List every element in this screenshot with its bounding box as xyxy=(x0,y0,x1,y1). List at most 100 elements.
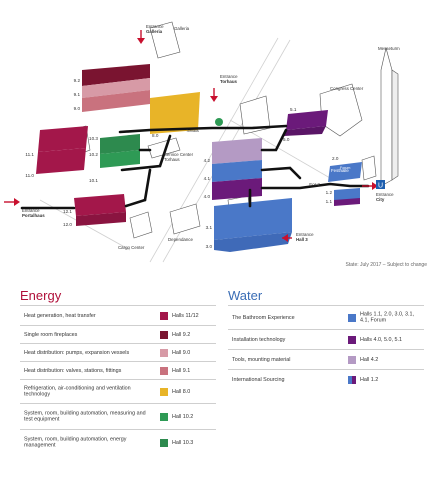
hall-1-1-label: 1.1 xyxy=(326,199,333,204)
hall-5-1-shape xyxy=(286,110,328,130)
hall-4-1-shape xyxy=(212,160,262,182)
hall-11-0-label: 11.0 xyxy=(25,173,34,178)
hall-9-0-label: 9.0 xyxy=(74,106,81,111)
hall-12-1-label: 12.1 xyxy=(63,209,72,214)
hall-2-0-shape xyxy=(328,162,362,182)
legend-swatch xyxy=(160,366,168,375)
hall-9-2-shape xyxy=(82,64,150,86)
energy-legend-row: Refrigeration, air-conditioning and vent… xyxy=(20,379,216,403)
hall-10-3-label: 10.3 xyxy=(89,136,98,141)
hall-4-2-shape xyxy=(212,138,262,164)
cargo-center-label: Cargo Center xyxy=(118,245,145,250)
energy-legend-row: Heat distribution: valves, stations, fit… xyxy=(20,361,216,379)
entrance-city-label: Entrance City xyxy=(376,192,395,202)
hall-1-2-label: 1.2 xyxy=(326,190,333,195)
legend-hall: Hall 1.2 xyxy=(360,376,379,383)
legend-swatch xyxy=(160,438,168,447)
energy-legend-row: System, room, building automation, measu… xyxy=(20,403,216,429)
energy-legend-row: Heat distribution: pumps, expansion vess… xyxy=(20,343,216,361)
legend-swatch xyxy=(348,335,356,344)
building-festhalle-tower xyxy=(361,155,377,181)
legend-label: Installation technology xyxy=(232,336,286,343)
messeturm-label: Messeturm xyxy=(378,46,400,51)
hall-4-0-label: 4.0 xyxy=(204,194,211,199)
legend-hall: Hall 8.0 xyxy=(172,388,191,395)
forum-label: Forum xyxy=(340,166,350,170)
energy-legend: Heat generation, heat transfer Halls 11/… xyxy=(20,305,216,455)
water-title: Water xyxy=(228,288,263,303)
energy-title: Energy xyxy=(20,288,62,303)
s-bahn-icon xyxy=(215,118,223,126)
festhalle-label: Festhalle xyxy=(331,168,349,173)
legend-label: System, room, building automation, energ… xyxy=(24,436,127,449)
legend-swatch xyxy=(160,387,168,396)
hall-10-2-shape xyxy=(100,150,140,168)
energy-legend-row: System, room, building automation, energ… xyxy=(20,429,216,455)
hall-4-2-label: 4.2 xyxy=(204,158,211,163)
energy-legend-row: Heat generation, heat transfer Halls 11/… xyxy=(20,305,216,325)
legend-swatch xyxy=(160,311,168,320)
energy-legend-row: Single room fireplaces Hall 9.2 xyxy=(20,325,216,343)
building-service-center xyxy=(147,137,181,159)
legend-swatch xyxy=(160,330,168,339)
hall-11-1-label: 11.1 xyxy=(25,152,34,157)
u-bahn-icon xyxy=(376,180,385,189)
legend-swatch xyxy=(160,412,168,421)
legend-swatch xyxy=(348,313,356,322)
entrance-portalhaus-label: Entrance Portalhaus xyxy=(22,208,45,218)
legend-swatch xyxy=(160,348,168,357)
hall-5-0-label: 5.0 xyxy=(283,137,290,142)
water-legend: The Bathroom Experience Halls 1.1, 2.0, … xyxy=(228,305,424,389)
hall-3-0-label: 3.0 xyxy=(206,244,213,249)
entrance-torhaus-label: Entrance Torhaus xyxy=(220,74,239,84)
legend-label: Heat distribution: pumps, expansion vess… xyxy=(24,349,130,356)
legend-hall: Halls 1.1, 2.0, 3.0, 3.1, 4.1, Forum xyxy=(360,311,414,324)
hall-forum-label: For 2 xyxy=(309,182,320,187)
hall-3-1-shape xyxy=(214,198,292,240)
legend-label: Heat generation, heat transfer xyxy=(24,312,96,319)
hall-8-0-shape xyxy=(150,92,200,134)
galleria-label: Galleria xyxy=(174,26,190,31)
dependance-label: Dependance xyxy=(168,237,193,242)
legend-label: International Sourcing xyxy=(232,376,285,383)
building-congress-center xyxy=(319,83,363,137)
hall-9-1-shape xyxy=(82,78,150,98)
entrance-galleria-label: Entrance Galleria xyxy=(146,24,165,34)
walkways xyxy=(20,124,370,210)
water-legend-row: The Bathroom Experience Halls 1.1, 2.0, … xyxy=(228,305,424,329)
legend-hall: Hall 9.0 xyxy=(172,349,191,356)
congress-center-label: Congress Center xyxy=(330,86,364,91)
service-center-label: Service Center Torhaus xyxy=(164,152,194,162)
energy-halls xyxy=(36,64,200,226)
legend-label: Heat distribution: valves, stations, fit… xyxy=(24,367,122,374)
hall-11-0-shape xyxy=(36,148,86,174)
hall-10-3-shape xyxy=(100,134,140,154)
legend-label: Refrigeration, air-conditioning and vent… xyxy=(24,385,131,398)
legend-label: System, room, building automation, measu… xyxy=(24,410,146,423)
water-halls xyxy=(212,110,362,252)
legend-label: Single room fireplaces xyxy=(24,331,78,338)
place-labels: Galleria Entrance Galleria Entrance Torh… xyxy=(22,24,400,250)
legend-hall: Halls 4.0, 5.0, 5.1 xyxy=(360,336,402,343)
building-messeturm xyxy=(380,47,393,187)
hall-12-0-label: 12.0 xyxy=(63,222,72,227)
hall-9-0-shape xyxy=(82,90,150,112)
legend-label: Tools, mounting material xyxy=(232,356,291,363)
hall-3-0-shape xyxy=(214,232,292,252)
hall-11-1-shape xyxy=(38,126,88,152)
metro-icons: U xyxy=(215,118,385,190)
entrance-hall3-label: Entrance Hall 3 xyxy=(296,232,315,242)
torhaus-small-label: Torhaus xyxy=(186,129,199,133)
status-note: State: July 2017 – Subject to change xyxy=(345,262,427,268)
hall-10-2-label: 10.2 xyxy=(89,152,98,157)
legend-hall: Hall 9.1 xyxy=(172,367,191,374)
entrance-arrows xyxy=(4,30,378,242)
hall-1-1-shape xyxy=(334,198,360,206)
hall-4-1-label: 4.1 xyxy=(204,176,211,181)
legend-hall: Hall 10.3 xyxy=(172,439,194,446)
legend-hall: Hall 4.2 xyxy=(360,356,379,363)
legend-swatch xyxy=(348,355,356,364)
hall-labels: 9.2 9.1 9.0 8.0 11.1 11.0 10.3 10.2 10.1… xyxy=(25,78,338,249)
legend-hall: Hall 10.2 xyxy=(172,413,194,420)
water-legend-row: Installation technology Halls 4.0, 5.0, … xyxy=(228,329,424,349)
